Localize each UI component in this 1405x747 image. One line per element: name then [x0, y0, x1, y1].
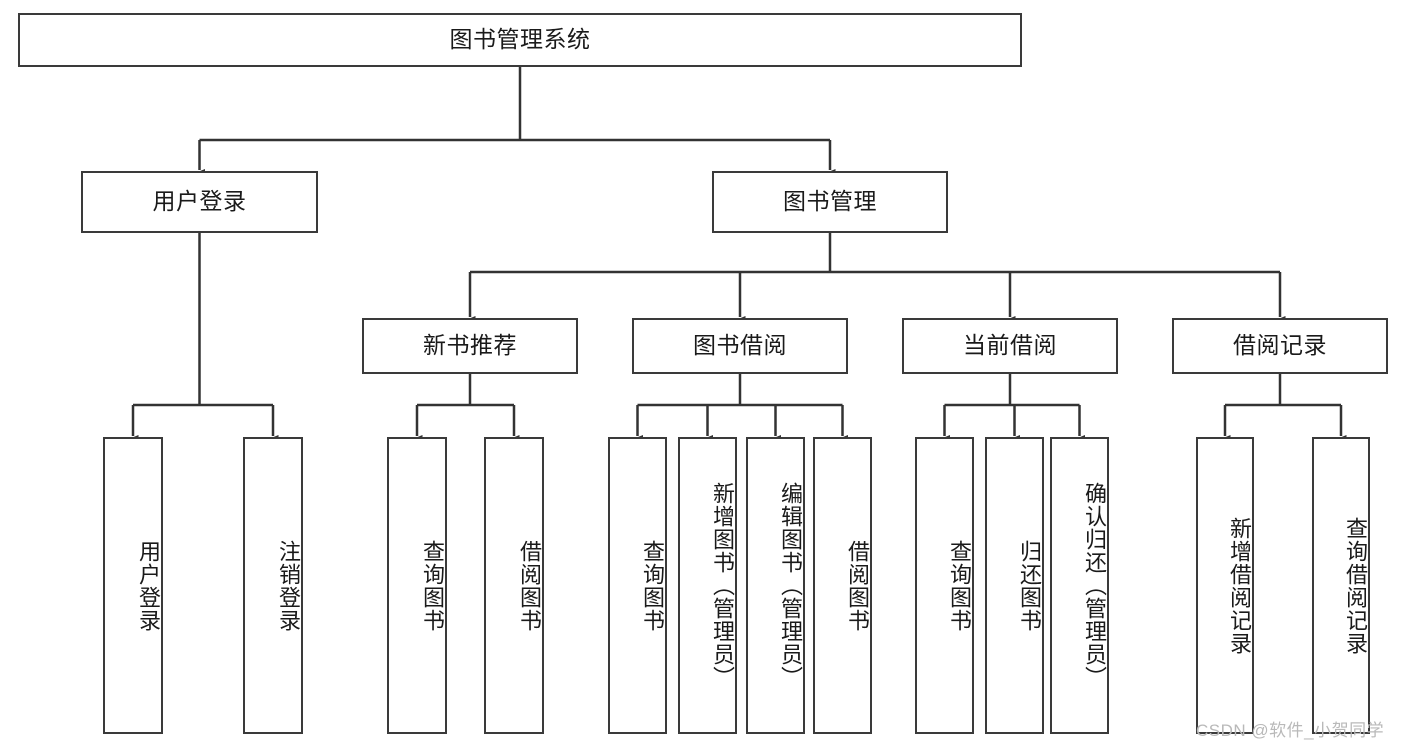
node-leaf-query-book-2[interactable]: 查询图书: [608, 437, 667, 734]
node-label: 确认归还（管理员）: [1082, 482, 1107, 689]
node-label: 图书管理: [783, 188, 877, 215]
node-label: 图书借阅: [693, 332, 787, 359]
node-label: 当前借阅: [963, 332, 1057, 359]
csdn-watermark: CSDN @软件_小贺同学: [1196, 721, 1385, 740]
node-label: 借阅图书: [517, 539, 542, 632]
node-label: 新书推荐: [423, 332, 517, 359]
node-label: 查询图书: [947, 539, 972, 632]
node-leaf-query-book-3[interactable]: 查询图书: [915, 437, 974, 734]
node-label: 借阅图书: [845, 539, 870, 632]
node-leaf-add-book[interactable]: 新增图书（管理员）: [678, 437, 737, 734]
node-label: 图书管理系统: [449, 26, 591, 53]
node-borrow[interactable]: 图书借阅: [632, 318, 848, 374]
node-bookmgmt[interactable]: 图书管理: [712, 171, 948, 233]
node-label: 用户登录: [136, 539, 161, 632]
node-leaf-user-logout[interactable]: 注销登录: [243, 437, 303, 734]
node-leaf-query-record[interactable]: 查询借阅记录: [1312, 437, 1370, 734]
node-label: 查询图书: [420, 539, 445, 632]
node-label: 查询借阅记录: [1343, 516, 1368, 655]
node-label: 新增借阅记录: [1227, 516, 1252, 655]
node-leaf-user-login[interactable]: 用户登录: [103, 437, 163, 734]
node-label: 编辑图书（管理员）: [778, 482, 803, 689]
node-leaf-borrow-book-1[interactable]: 借阅图书: [484, 437, 544, 734]
node-label: 用户登录: [152, 188, 247, 215]
node-label: 新增图书（管理员）: [710, 482, 735, 689]
node-leaf-confirm-return[interactable]: 确认归还（管理员）: [1050, 437, 1109, 734]
edge-layer: [127, 67, 1347, 444]
node-login[interactable]: 用户登录: [81, 171, 318, 233]
node-leaf-add-record[interactable]: 新增借阅记录: [1196, 437, 1254, 734]
node-leaf-edit-book[interactable]: 编辑图书（管理员）: [746, 437, 805, 734]
node-label: 查询图书: [640, 539, 665, 632]
node-leaf-query-book-1[interactable]: 查询图书: [387, 437, 447, 734]
node-records[interactable]: 借阅记录: [1172, 318, 1388, 374]
node-leaf-borrow-book-2[interactable]: 借阅图书: [813, 437, 872, 734]
node-current[interactable]: 当前借阅: [902, 318, 1118, 374]
node-label: 借阅记录: [1233, 332, 1327, 359]
node-leaf-return-book[interactable]: 归还图书: [985, 437, 1044, 734]
node-label: 注销登录: [276, 539, 301, 632]
node-root[interactable]: 图书管理系统: [18, 13, 1022, 67]
node-label: 归还图书: [1017, 539, 1042, 632]
node-newbook[interactable]: 新书推荐: [362, 318, 578, 374]
